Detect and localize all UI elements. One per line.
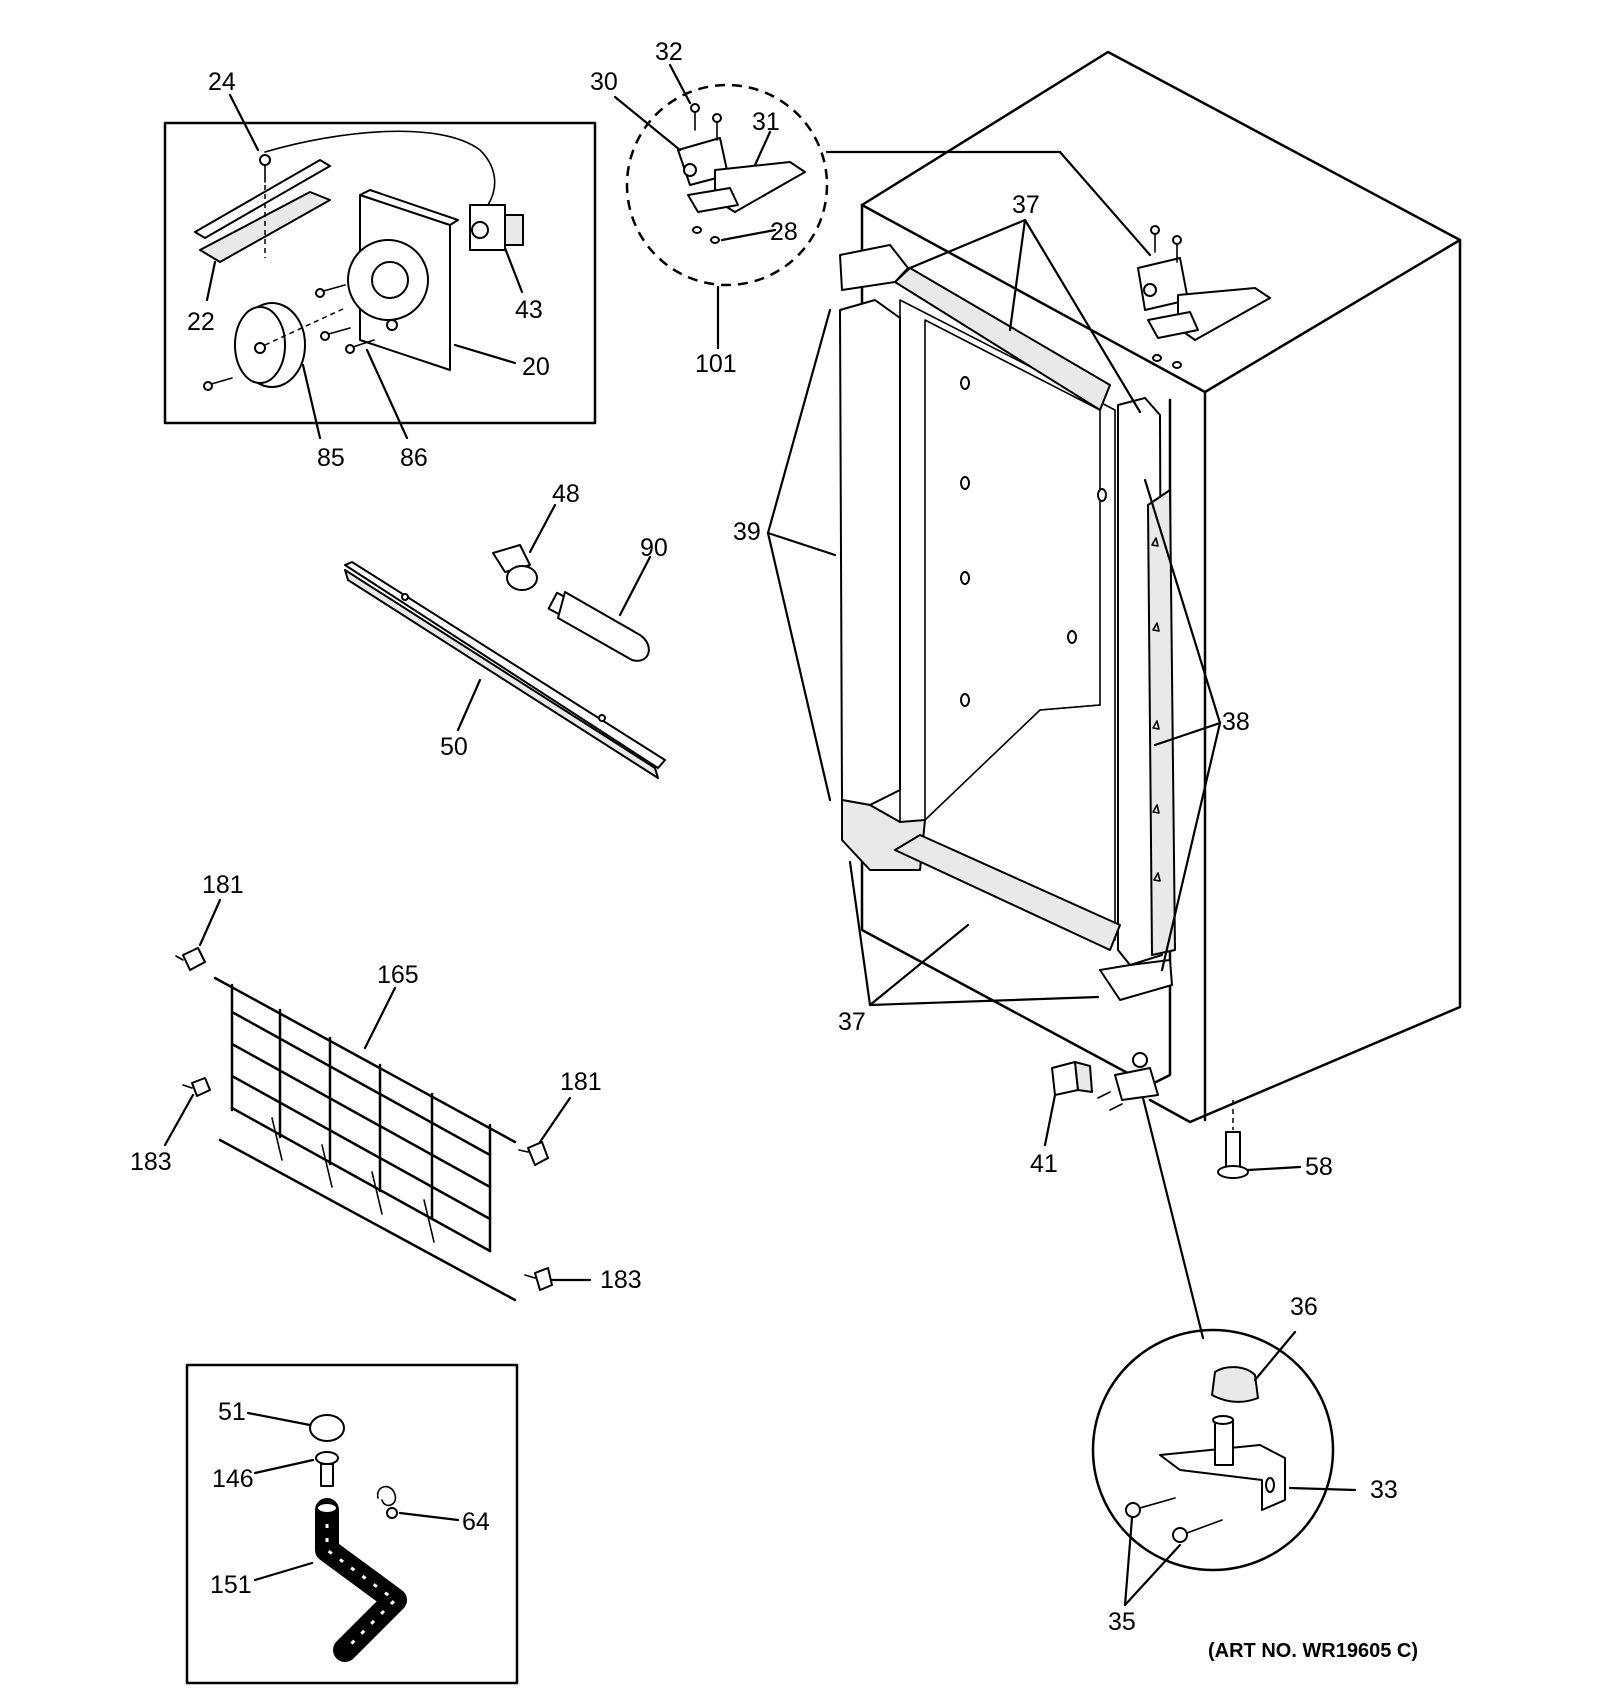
callout-48: 48 bbox=[552, 480, 580, 508]
hinge-screws-part bbox=[1125, 1497, 1223, 1543]
top-hinge-part bbox=[677, 103, 806, 244]
bottom-hinge-detail-circle bbox=[1091, 1328, 1335, 1572]
mounting-rail-part bbox=[344, 561, 666, 779]
callout-183-right: 183 bbox=[600, 1266, 642, 1294]
callout-41: 41 bbox=[1030, 1150, 1058, 1178]
mounting-screws bbox=[203, 284, 375, 391]
callout-labels: 24 22 43 20 85 86 32 30 31 28 101 37 39 … bbox=[130, 38, 1398, 1636]
callout-181-top: 181 bbox=[202, 871, 244, 899]
callout-28: 28 bbox=[770, 218, 798, 246]
callout-85: 85 bbox=[317, 444, 345, 472]
callout-39: 39 bbox=[733, 518, 761, 546]
callout-50: 50 bbox=[440, 733, 468, 761]
leveling-leg-part bbox=[1217, 1100, 1249, 1179]
callout-101: 101 bbox=[695, 350, 737, 378]
bottom-hinge-part bbox=[1159, 1366, 1286, 1511]
callout-36: 36 bbox=[1290, 1293, 1318, 1321]
callout-38: 38 bbox=[1222, 708, 1250, 736]
callout-22: 22 bbox=[187, 308, 215, 336]
callout-51: 51 bbox=[218, 1398, 246, 1426]
callout-165: 165 bbox=[377, 961, 419, 989]
sensor-bulb-part bbox=[547, 591, 650, 662]
callout-31: 31 bbox=[752, 108, 780, 136]
callout-64: 64 bbox=[462, 1508, 490, 1536]
heater-element-part bbox=[194, 159, 331, 263]
door-switch-part bbox=[1051, 1061, 1093, 1096]
drain-tube-part bbox=[315, 1498, 407, 1662]
callout-183-left: 183 bbox=[130, 1148, 172, 1176]
top-gasket-strip bbox=[894, 267, 1111, 411]
cabinet-outer bbox=[860, 50, 1462, 1124]
drain-fitting-part bbox=[315, 1451, 339, 1487]
cabinet-bottom-hinge bbox=[1097, 1052, 1159, 1111]
callout-30: 30 bbox=[590, 68, 618, 96]
drain-cap-part bbox=[309, 1414, 345, 1442]
callout-146: 146 bbox=[212, 1465, 254, 1493]
basket-glide-parts bbox=[175, 947, 553, 1291]
cabinet-top-hinge bbox=[1137, 225, 1271, 369]
screw-part bbox=[259, 154, 271, 258]
switch-part bbox=[469, 204, 524, 251]
art-number: (ART NO. WR19605 C) bbox=[1208, 1640, 1418, 1662]
clip-part bbox=[492, 544, 538, 591]
light-fan-assembly-box bbox=[163, 121, 597, 425]
drain-assembly-box bbox=[185, 1363, 519, 1685]
callout-33: 33 bbox=[1370, 1476, 1398, 1504]
callout-20: 20 bbox=[522, 353, 550, 381]
callout-37-bottom: 37 bbox=[838, 1008, 866, 1036]
callout-32: 32 bbox=[655, 38, 683, 66]
top-hinge-detail-group bbox=[613, 63, 1152, 350]
bottom-hinge-detail-group bbox=[1091, 1328, 1357, 1607]
callout-35: 35 bbox=[1108, 1608, 1136, 1636]
drain-clip-part bbox=[376, 1485, 398, 1519]
bottom-gasket-strip bbox=[894, 834, 1121, 951]
callout-181-right: 181 bbox=[560, 1068, 602, 1096]
light-fan-assembly-group bbox=[163, 93, 597, 440]
callout-151: 151 bbox=[210, 1571, 252, 1599]
wire bbox=[264, 130, 496, 206]
left-gasket bbox=[839, 299, 901, 806]
callout-86: 86 bbox=[400, 444, 428, 472]
top-hinge-detail-circle bbox=[625, 83, 829, 287]
fan-motor-part bbox=[234, 302, 346, 388]
sensor-group bbox=[344, 503, 666, 779]
callout-24: 24 bbox=[208, 68, 236, 96]
cabinet-group bbox=[766, 50, 1462, 1340]
callout-58: 58 bbox=[1305, 1153, 1333, 1181]
drain-assembly-group bbox=[185, 1363, 519, 1685]
fan-housing-part bbox=[347, 189, 459, 371]
callout-90: 90 bbox=[640, 534, 668, 562]
callout-37-top: 37 bbox=[1012, 191, 1040, 219]
wire-basket-part bbox=[213, 976, 517, 1302]
wire-basket-group bbox=[163, 898, 592, 1302]
callout-43: 43 bbox=[515, 296, 543, 324]
